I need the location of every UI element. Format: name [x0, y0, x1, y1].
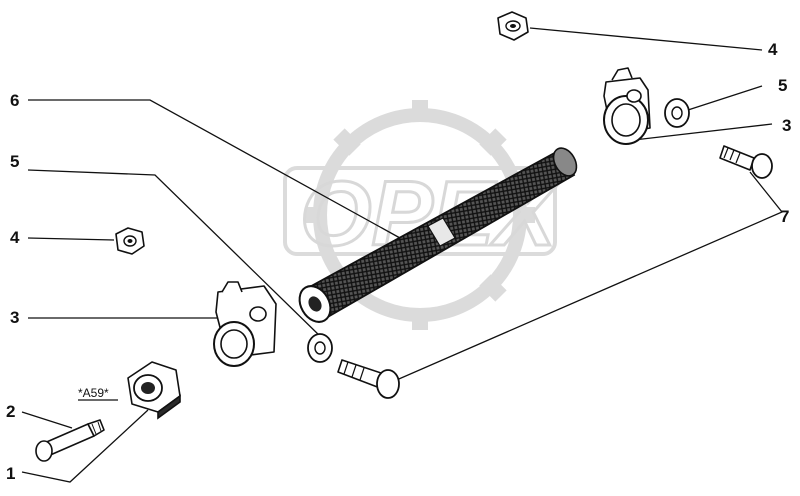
leader-4-right [529, 27, 763, 51]
callout-5-right: 5 [778, 76, 787, 95]
washer-left-part [307, 333, 333, 363]
bolt-right-part [719, 145, 773, 179]
leader-7 [391, 171, 784, 383]
callout-7: 7 [780, 207, 789, 226]
leader-4-left [27, 237, 115, 241]
callout-6: 6 [10, 91, 19, 110]
callout-1: 1 [6, 464, 15, 483]
washer-right-part [664, 98, 690, 128]
leader-5-left [27, 169, 323, 339]
clamp-right-part [603, 67, 651, 145]
callout-4-right: 4 [768, 40, 778, 59]
bolt-left-part [337, 359, 400, 399]
bolt-left-bottom-part [35, 419, 105, 462]
callout-2: 2 [6, 402, 15, 421]
large-nut-part [127, 361, 181, 420]
leader-3-right [633, 123, 773, 141]
note-label: *A59* [78, 386, 109, 400]
callout-3-left: 3 [10, 308, 19, 327]
leader-5-right [687, 85, 763, 111]
leader-2 [21, 411, 73, 429]
nut-right-part [497, 11, 529, 41]
leader-6 [28, 99, 401, 239]
callout-5-left: 5 [10, 152, 19, 171]
nut-left-part [115, 227, 145, 255]
callout-4-left: 4 [10, 228, 20, 247]
clamp-left-part [213, 281, 277, 367]
leader-lines [21, 27, 784, 483]
leader-1 [21, 409, 149, 483]
callout-3-right: 3 [782, 116, 791, 135]
shaft-part [298, 147, 578, 323]
watermark-gear-icon [283, 100, 557, 330]
